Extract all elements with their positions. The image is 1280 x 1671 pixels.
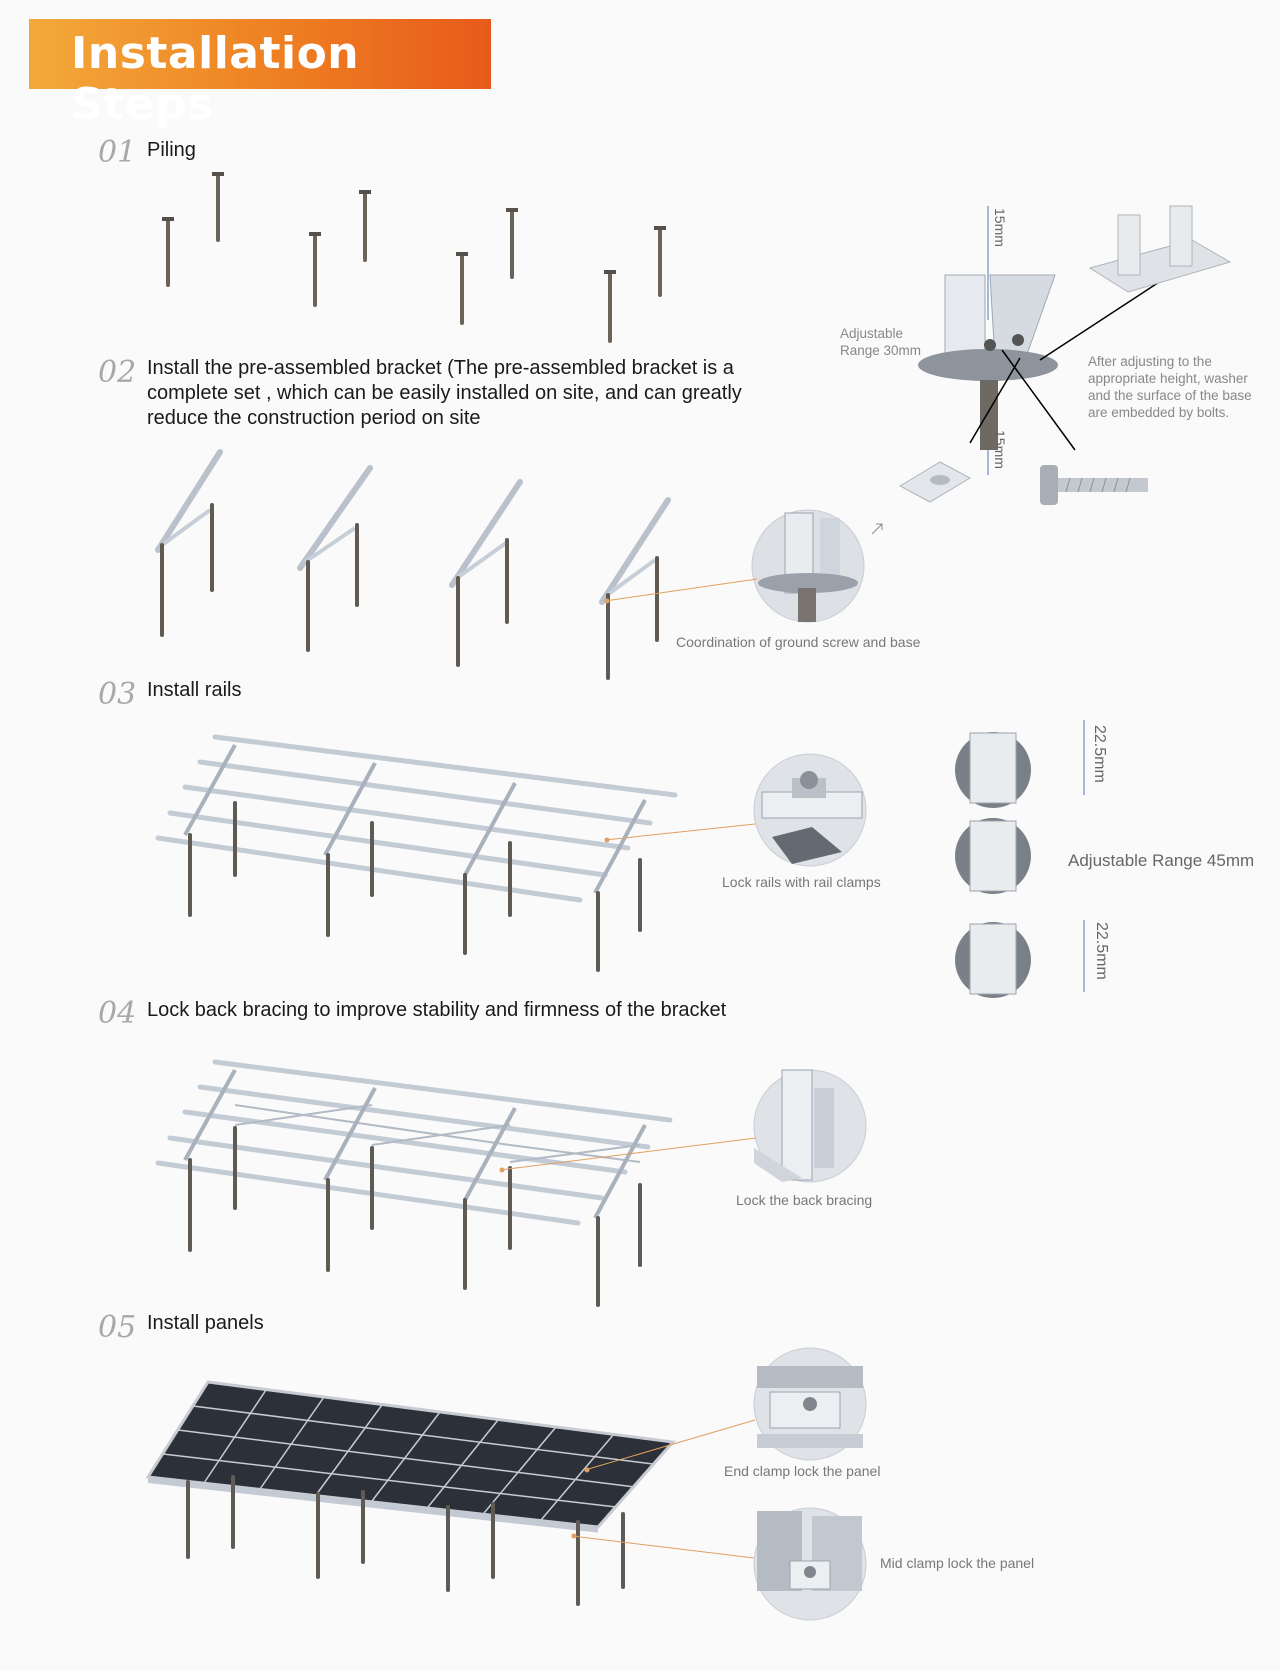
rail-clamp-detail <box>753 753 867 867</box>
caption-end-clamp: End clamp lock the panel <box>724 1463 881 1479</box>
step-5-title: Install panels <box>147 1312 264 1334</box>
end-clamp-detail <box>753 1347 867 1461</box>
panels-illustration <box>145 1380 676 1606</box>
back-bracing-leader <box>499 1137 757 1173</box>
step-3-number: 03 <box>98 677 137 712</box>
rails-illustration <box>155 734 678 972</box>
rail-dim-top: 22.5mm <box>1091 725 1108 783</box>
brackets-illustration <box>155 449 671 680</box>
dim-top-15mm: 15mm <box>992 208 1008 247</box>
base-detail-illustration <box>898 205 1232 505</box>
step-3-title: Install rails <box>147 679 242 701</box>
dim-bottom-15mm: 15mm <box>992 430 1008 469</box>
step-2-number: 02 <box>98 355 137 390</box>
step-1-title: Piling <box>147 139 196 161</box>
mid-clamp-detail <box>753 1507 867 1621</box>
back-bracing-detail <box>753 1069 867 1183</box>
after-adjusting-note: After adjusting to the appropriate heigh… <box>1088 354 1252 420</box>
arrow-icon <box>871 523 883 535</box>
rail-adjust-discs <box>955 732 1031 998</box>
step-4-title: Lock back bracing to improve stability a… <box>147 999 727 1021</box>
ground-screw-detail <box>751 509 865 623</box>
mid-clamp-leader <box>571 1533 755 1559</box>
rail-clamp-leader <box>604 823 756 843</box>
rail-dim-arrows <box>1083 720 1085 992</box>
banner-title: Installation Steps <box>71 28 360 130</box>
step-4-number: 04 <box>98 996 137 1031</box>
rail-adjust-range: Adjustable Range 45mm <box>1068 851 1255 870</box>
step-2-title: Install the pre-assembled bracket (The p… <box>147 357 742 429</box>
rail-dim-bottom: 22.5mm <box>1093 922 1110 980</box>
caption-mid-clamp: Mid clamp lock the panel <box>880 1555 1035 1571</box>
step-1-number: 01 <box>98 135 137 170</box>
caption-back-bracing: Lock the back bracing <box>736 1192 873 1208</box>
end-clamp-leader <box>584 1419 756 1473</box>
piles-illustration <box>162 172 666 343</box>
back-bracing-illustration <box>155 1059 673 1307</box>
caption-rail-clamps: Lock rails with rail clamps <box>722 874 881 890</box>
step-5-number: 05 <box>98 1310 137 1345</box>
section-banner: Installation Steps <box>29 19 491 130</box>
caption-ground-screw: Coordination of ground screw and base <box>676 634 921 650</box>
ground-screw-leader <box>604 578 758 604</box>
adjustable-range-30mm: Adjustable Range 30mm <box>840 326 922 358</box>
